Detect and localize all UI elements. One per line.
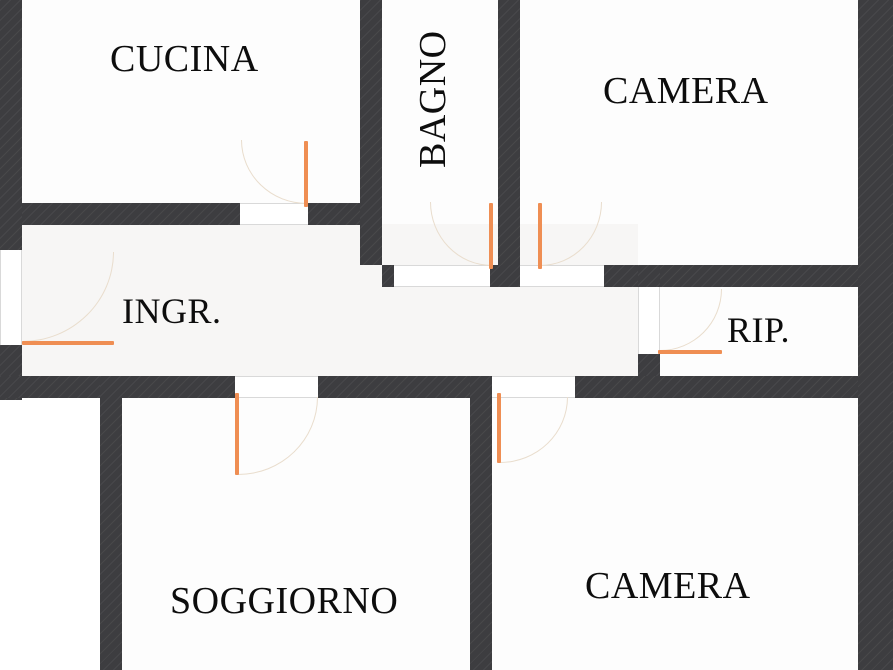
door-threshold-ripostiglio [638, 287, 660, 354]
door-threshold-bagno [394, 265, 490, 287]
wall-cucina-bagno [360, 0, 382, 265]
wall-exterior-left-upper [0, 0, 22, 250]
wall-corridor-bottom-c [575, 376, 858, 398]
door-leaf-soggiorno[interactable] [235, 393, 239, 475]
wall-bagno-camera [498, 0, 520, 265]
door-leaf-entrance[interactable] [22, 341, 114, 345]
wall-bagno-bottom [382, 265, 394, 287]
room-label-cucina: CUCINA [110, 38, 259, 80]
room-label-soggiorno: SOGGIORNO [170, 580, 399, 622]
wall-bagno-bottom-stub [490, 265, 520, 287]
room-label-camera-bot: CAMERA [585, 565, 751, 607]
wall-soggiorno-camera [470, 376, 492, 670]
wall-corridor-east [638, 265, 660, 287]
door-leaf-cucina[interactable] [304, 141, 308, 207]
wall-corridor-bottom-b [318, 376, 490, 398]
door-threshold-soggiorno [235, 376, 318, 398]
door-leaf-camera-bot[interactable] [497, 393, 501, 463]
room-label-ripostiglio: RIP. [727, 310, 791, 350]
room-label-bagno: BAGNO [412, 30, 454, 168]
door-threshold-camera-top [520, 265, 604, 287]
wall-exterior-bottom-left-stub [0, 376, 122, 398]
room-area-ingresso [22, 224, 638, 376]
wall-exterior-right [858, 0, 893, 670]
wall-cucina-bottom-left [22, 203, 240, 225]
door-leaf-ripostiglio[interactable] [658, 350, 722, 354]
wall-ripostiglio-left [638, 354, 660, 376]
door-threshold-entrance [0, 250, 22, 345]
room-label-camera-top: CAMERA [603, 70, 769, 112]
door-threshold-camera-bot [492, 376, 575, 398]
room-area-cucina [22, 0, 360, 203]
door-threshold-cucina [240, 203, 308, 225]
room-label-ingresso: INGR. [122, 291, 222, 331]
door-leaf-camera-top[interactable] [538, 203, 542, 269]
door-leaf-bagno[interactable] [489, 203, 493, 269]
wall-soggiorno-left [100, 376, 122, 670]
wall-corridor-bottom-a [100, 376, 235, 398]
wall-camera-top-bottom [604, 265, 858, 287]
